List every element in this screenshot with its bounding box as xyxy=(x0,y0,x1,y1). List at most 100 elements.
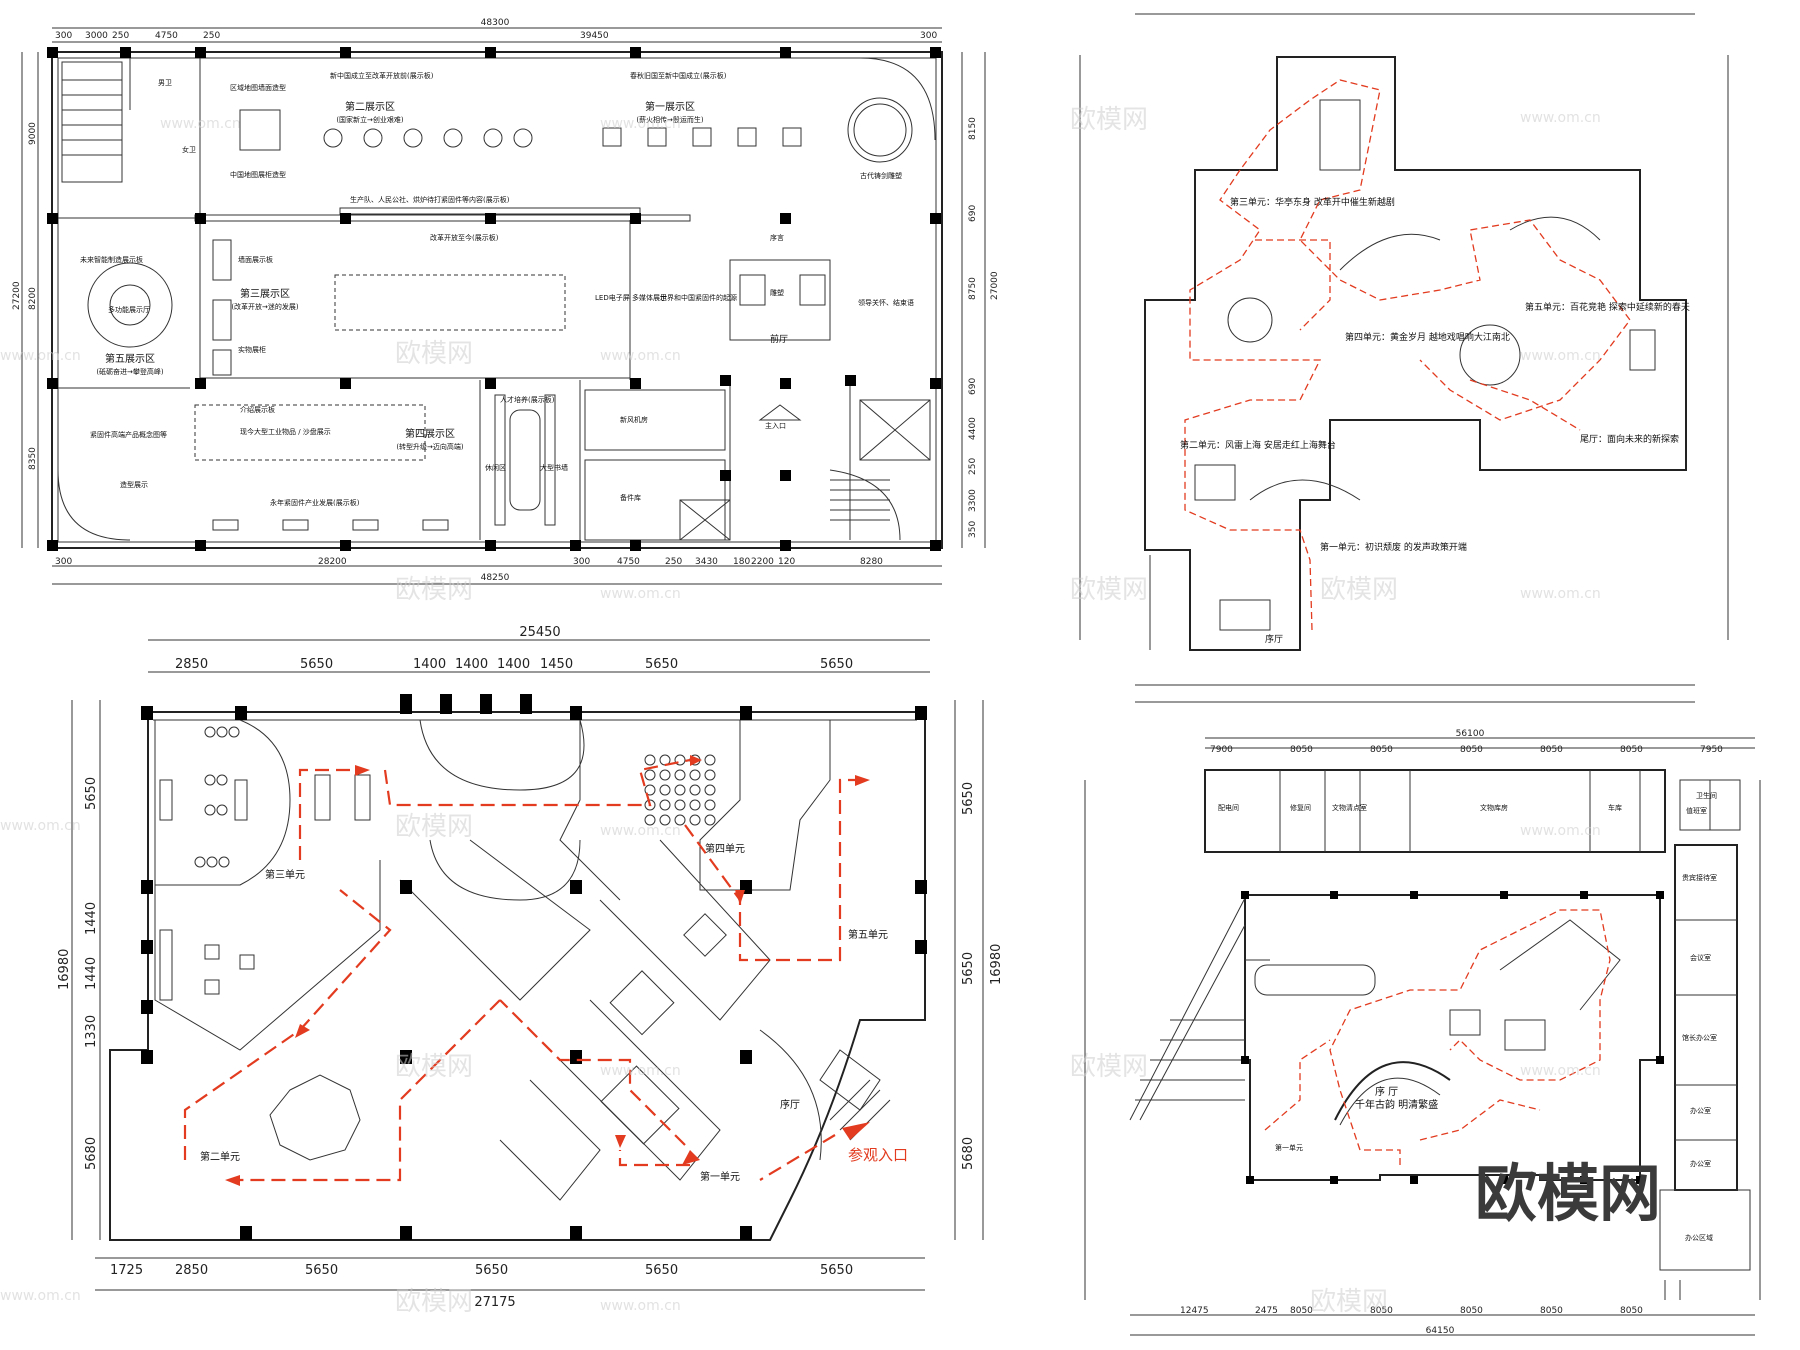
watermark-url: www.om.cn xyxy=(1520,586,1601,602)
plan4-room: 贵宾接待室 xyxy=(1682,873,1717,882)
plan1-dim: 690 xyxy=(968,378,978,395)
plan4-room: 办公区域 xyxy=(1685,1233,1713,1242)
watermark-text: 欧模网 xyxy=(395,339,473,369)
plan1-zone3-title: 第三展示区 xyxy=(240,287,290,300)
plan1-zone1-title: 第一展示区 xyxy=(645,100,695,113)
plan1-dim: 8750 xyxy=(968,277,978,300)
plan3-dim: 16980 xyxy=(57,949,72,990)
plan1-label: 女卫 xyxy=(182,145,196,154)
plan4-room: 修复间 xyxy=(1290,803,1311,812)
plan2-unit1: 第一单元：初识颓废 的发声政策开端 xyxy=(1320,541,1467,553)
plan1-dim: 250 xyxy=(968,458,978,475)
plan4-dim: 7950 xyxy=(1700,745,1723,755)
plan1-dim: 250 xyxy=(203,31,220,41)
plan1-dim: 3000 xyxy=(85,31,108,41)
plan1-label: 雕塑 xyxy=(770,288,784,297)
plan1-outer-wall xyxy=(51,51,943,549)
plan4-dim: 8050 xyxy=(1540,745,1563,755)
plan3-dim: 1440 xyxy=(84,902,99,935)
plan1-label: 领导关怀、结束语 xyxy=(858,298,914,307)
plan1-dim: 250 xyxy=(665,557,682,567)
plan4-room: 文物清点室 xyxy=(1332,803,1367,812)
plan1-dim: 4400 xyxy=(968,417,978,440)
plan1-label: 新中国成立至改革开放前(展示板) xyxy=(330,71,434,80)
plan4-dim: 8050 xyxy=(1540,1306,1563,1316)
plan1-label: 永年紧固件产业发展(展示板) xyxy=(270,498,360,507)
watermark-url: www.om.cn xyxy=(600,586,681,602)
plan1-dim: 180 xyxy=(733,557,750,567)
plan1-label: 现今大型工业物品 / 沙盘展示 xyxy=(240,427,331,436)
plan1-dim: 120 xyxy=(778,557,795,567)
plan4-foyer: 序 厅 xyxy=(1375,1085,1398,1098)
watermark-text: 欧模网 xyxy=(1070,1052,1148,1082)
plan1-label: 春秋旧国至新中国成立(展示板) xyxy=(630,71,727,80)
watermarks: 欧模网 欧模网 欧模网 欧模网 欧模网 欧模网 欧模网 欧模网 欧模网 欧模网 … xyxy=(0,105,1601,1317)
plan1-label: 古代铸剑雕塑 xyxy=(860,171,902,180)
plan1-zone1-sub: (薪火相传→殷运而生) xyxy=(636,115,704,124)
plan4-room: 文物库房 xyxy=(1480,803,1508,812)
watermark-url: www.om.cn xyxy=(0,1288,81,1304)
plan3-dim: 1725 xyxy=(110,1263,143,1278)
plan1-dim: 4750 xyxy=(617,557,640,567)
plan2-outer-wall xyxy=(1144,56,1687,651)
plan3-unit1: 第一单元 xyxy=(700,1170,740,1183)
watermark-url: www.om.cn xyxy=(600,1063,681,1079)
plan4-visit-route xyxy=(1329,909,1611,1165)
plan1-zone4-title: 第四展示区 xyxy=(405,427,455,440)
plan1-label: 休闲区 xyxy=(485,463,506,472)
plan1-label: 实物展柜 xyxy=(238,345,266,354)
plan1-label: 多功能展示厅 xyxy=(108,305,150,314)
plan1-label: LED电子屏 多媒体展示 xyxy=(595,293,667,302)
plan3-dim: 1450 xyxy=(540,657,573,672)
plan1-dim: 39450 xyxy=(580,31,609,41)
plan3-entrance-label: 参观入口 xyxy=(848,1146,908,1164)
plan4-room: 值班室 xyxy=(1686,806,1707,815)
plan4-dim: 7900 xyxy=(1210,745,1233,755)
plan2-tail: 尾厅：面向未来的新探索 xyxy=(1580,433,1679,445)
plan1-label: 人才培养(展示板) xyxy=(500,395,555,404)
plan4-office-strip xyxy=(1204,769,1666,853)
plan4-dim-bottom-total: 64150 xyxy=(1426,1326,1455,1336)
plan1-label-hall: 前厅 xyxy=(770,333,788,345)
plan1-label: 新风机房 xyxy=(620,415,648,424)
plan1-zone2-sub: (国家新立→创业艰难) xyxy=(336,115,404,124)
plan1-dim: 8350 xyxy=(28,447,38,470)
watermark-text: 欧模网 xyxy=(395,1052,473,1082)
watermark-text: 欧模网 xyxy=(395,1287,473,1317)
watermark-url: www.om.cn xyxy=(1520,823,1601,839)
plan1-label: 造型展示 xyxy=(120,480,148,489)
plan1-dim: 8280 xyxy=(860,557,883,567)
plan3-dim: 5650 xyxy=(820,1263,853,1278)
plan-1-museum-layout: 48300 300 3000 250 4750 250 39450 300 30… xyxy=(12,18,1000,585)
plan3-dim: 5680 xyxy=(84,1137,99,1170)
watermark-url: www.om.cn xyxy=(600,348,681,364)
plan3-dim: 5650 xyxy=(300,657,333,672)
watermark-text: 欧模网 xyxy=(395,575,473,605)
plan1-zone5-sub: (砥砺奋进→攀登高峰) xyxy=(96,367,164,376)
plan2-unit2: 第二单元：风雷上海 安居走红上海舞台 xyxy=(1180,439,1336,451)
plan2-unit4: 第四单元：黄金岁月 越地戏唱响大江南北 xyxy=(1345,331,1510,343)
plan3-dim: 5680 xyxy=(961,1137,976,1170)
watermark-text: 欧模网 xyxy=(395,812,473,842)
plan1-dim: 8200 xyxy=(28,287,38,310)
plan1-zone4-sub: (转型升级→迈向高端) xyxy=(396,442,464,451)
plan4-room: 办公室 xyxy=(1690,1159,1711,1168)
plan1-dim: 48250 xyxy=(481,573,510,583)
plan4-dim: 8050 xyxy=(1290,745,1313,755)
plan3-unit3: 第三单元 xyxy=(265,868,305,881)
plan3-dim: 5650 xyxy=(475,1263,508,1278)
plan3-dim-bottom-total: 27175 xyxy=(474,1295,515,1310)
plan4-room: 卫生间 xyxy=(1696,791,1717,800)
plan-4-museum-office: 56100 7900 8050 8050 8050 8050 8050 7950… xyxy=(1084,729,1761,1336)
brand-logo-text: 欧模网 xyxy=(1475,1157,1661,1230)
watermark-url: www.om.cn xyxy=(600,823,681,839)
plan1-zone3-sub: (改革开放→迷的发展) xyxy=(231,302,299,311)
plan2-unit3: 第三单元：华亭东身 改革开中催生新越剧 xyxy=(1230,196,1395,208)
plan4-foyer-sub: 千年古韵 明清繁盛 xyxy=(1355,1098,1438,1111)
plan1-dim: 300 xyxy=(573,557,590,567)
plan1-columns xyxy=(47,47,941,551)
plan1-label: 生产队、人民公社、烘炉待打紧固件等内容(展示板) xyxy=(350,195,510,204)
plan4-room: 配电间 xyxy=(1218,803,1239,812)
plan1-label: 区域地图墙面造型 xyxy=(230,83,286,92)
